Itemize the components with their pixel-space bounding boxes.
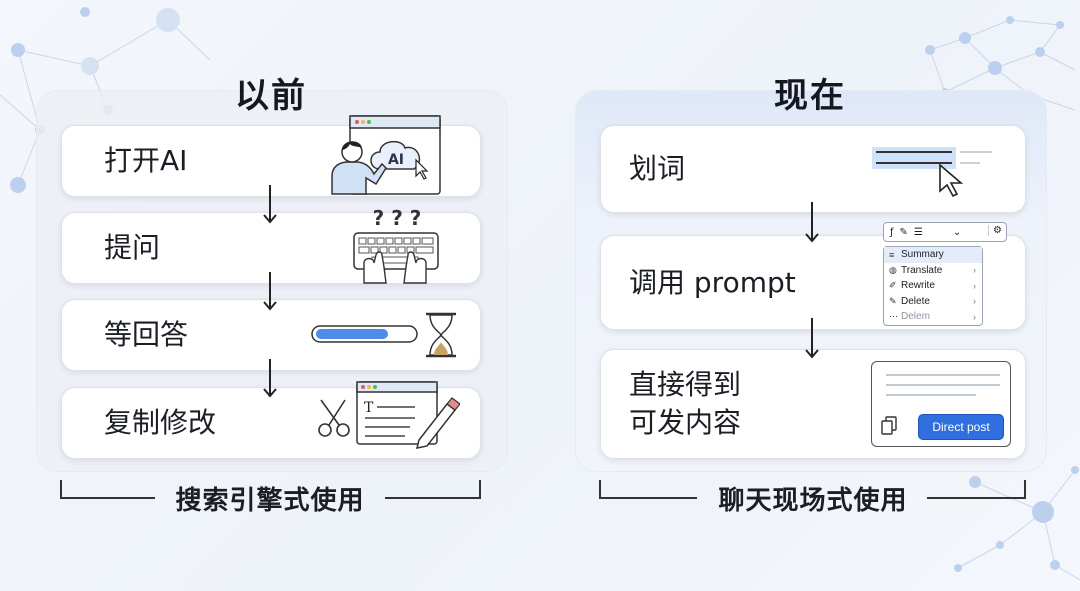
prompt-toolbar: ƒ ✎ ☰ ⌄ ⚙ <box>883 222 1007 242</box>
rewrite-icon: ✐ <box>889 280 897 291</box>
text-line <box>886 384 1000 386</box>
chevron-right-icon: › <box>973 311 976 322</box>
menu-item-rewrite[interactable]: ✐ Rewrite › <box>884 278 982 294</box>
down-arrow-icon <box>805 202 819 243</box>
now-title: 现在 <box>774 76 846 116</box>
doc-letter-label: T <box>364 400 374 416</box>
chevron-right-icon: › <box>973 296 976 307</box>
step-label: 调用 prompt <box>629 265 796 299</box>
now-footer: 聊天现场式使用 <box>718 486 908 516</box>
copy-icon[interactable] <box>880 416 898 436</box>
before-title: 以前 <box>235 76 307 116</box>
step-label: 打开AI <box>104 144 188 177</box>
text-selection-icon <box>872 147 992 198</box>
step-label: 等回答 <box>104 318 189 351</box>
list-icon[interactable]: ☰ <box>913 226 923 238</box>
step-label: 直接得到 可发内容 <box>629 368 742 439</box>
edit-icon[interactable]: ✎ <box>899 226 908 238</box>
down-arrow-icon <box>805 318 819 359</box>
prompt-menu: ≡ Summary ◍ Translate › ✐ Rewrite › ✎ De… <box>883 246 983 326</box>
ai-browser-icon: AI <box>331 115 441 195</box>
function-icon[interactable]: ƒ <box>890 226 894 238</box>
menu-item-label: Translate <box>901 264 943 276</box>
ai-badge-label: AI <box>388 152 404 168</box>
before-bracket <box>60 480 481 499</box>
menu-item-label: Rewrite <box>901 280 935 292</box>
more-icon: ⋯ <box>889 311 898 322</box>
menu-item-summary[interactable]: ≡ Summary <box>884 247 982 263</box>
down-arrow-icon <box>263 272 277 311</box>
pencil-icon: ✎ <box>889 295 897 306</box>
step-label: 复制修改 <box>104 406 217 439</box>
direct-post-button[interactable]: Direct post <box>918 414 1004 440</box>
menu-item-label: Summary <box>901 249 944 261</box>
chevron-down-icon[interactable]: ⌄ <box>952 226 962 238</box>
before-footer: 搜索引擎式使用 <box>175 486 365 516</box>
down-arrow-icon <box>263 359 277 398</box>
scissors-editor-icon: T <box>318 381 460 449</box>
summary-icon: ≡ <box>889 249 895 260</box>
chevron-right-icon: › <box>973 265 976 276</box>
menu-item-translate[interactable]: ◍ Translate › <box>884 263 982 279</box>
down-arrow-icon <box>263 185 277 224</box>
menu-item-delete[interactable]: ✎ Delete › <box>884 294 982 310</box>
step-label: 划词 <box>629 152 686 185</box>
gear-icon[interactable]: ⚙ <box>988 225 1002 236</box>
menu-item-label: Delem <box>901 311 930 323</box>
keyboard-question-icon: ? ? ? <box>353 206 439 284</box>
step-label: 提问 <box>104 231 161 264</box>
text-line <box>886 374 1000 376</box>
translate-icon: ◍ <box>889 264 897 275</box>
question-marks-label: ? ? ? <box>373 206 422 230</box>
chevron-right-icon: › <box>973 280 976 291</box>
menu-item-label: Delete <box>901 295 930 307</box>
progress-hourglass-icon <box>311 312 456 358</box>
now-bracket <box>599 480 1026 499</box>
menu-item-delem[interactable]: ⋯ Delem › <box>884 309 982 325</box>
text-line <box>886 394 976 396</box>
